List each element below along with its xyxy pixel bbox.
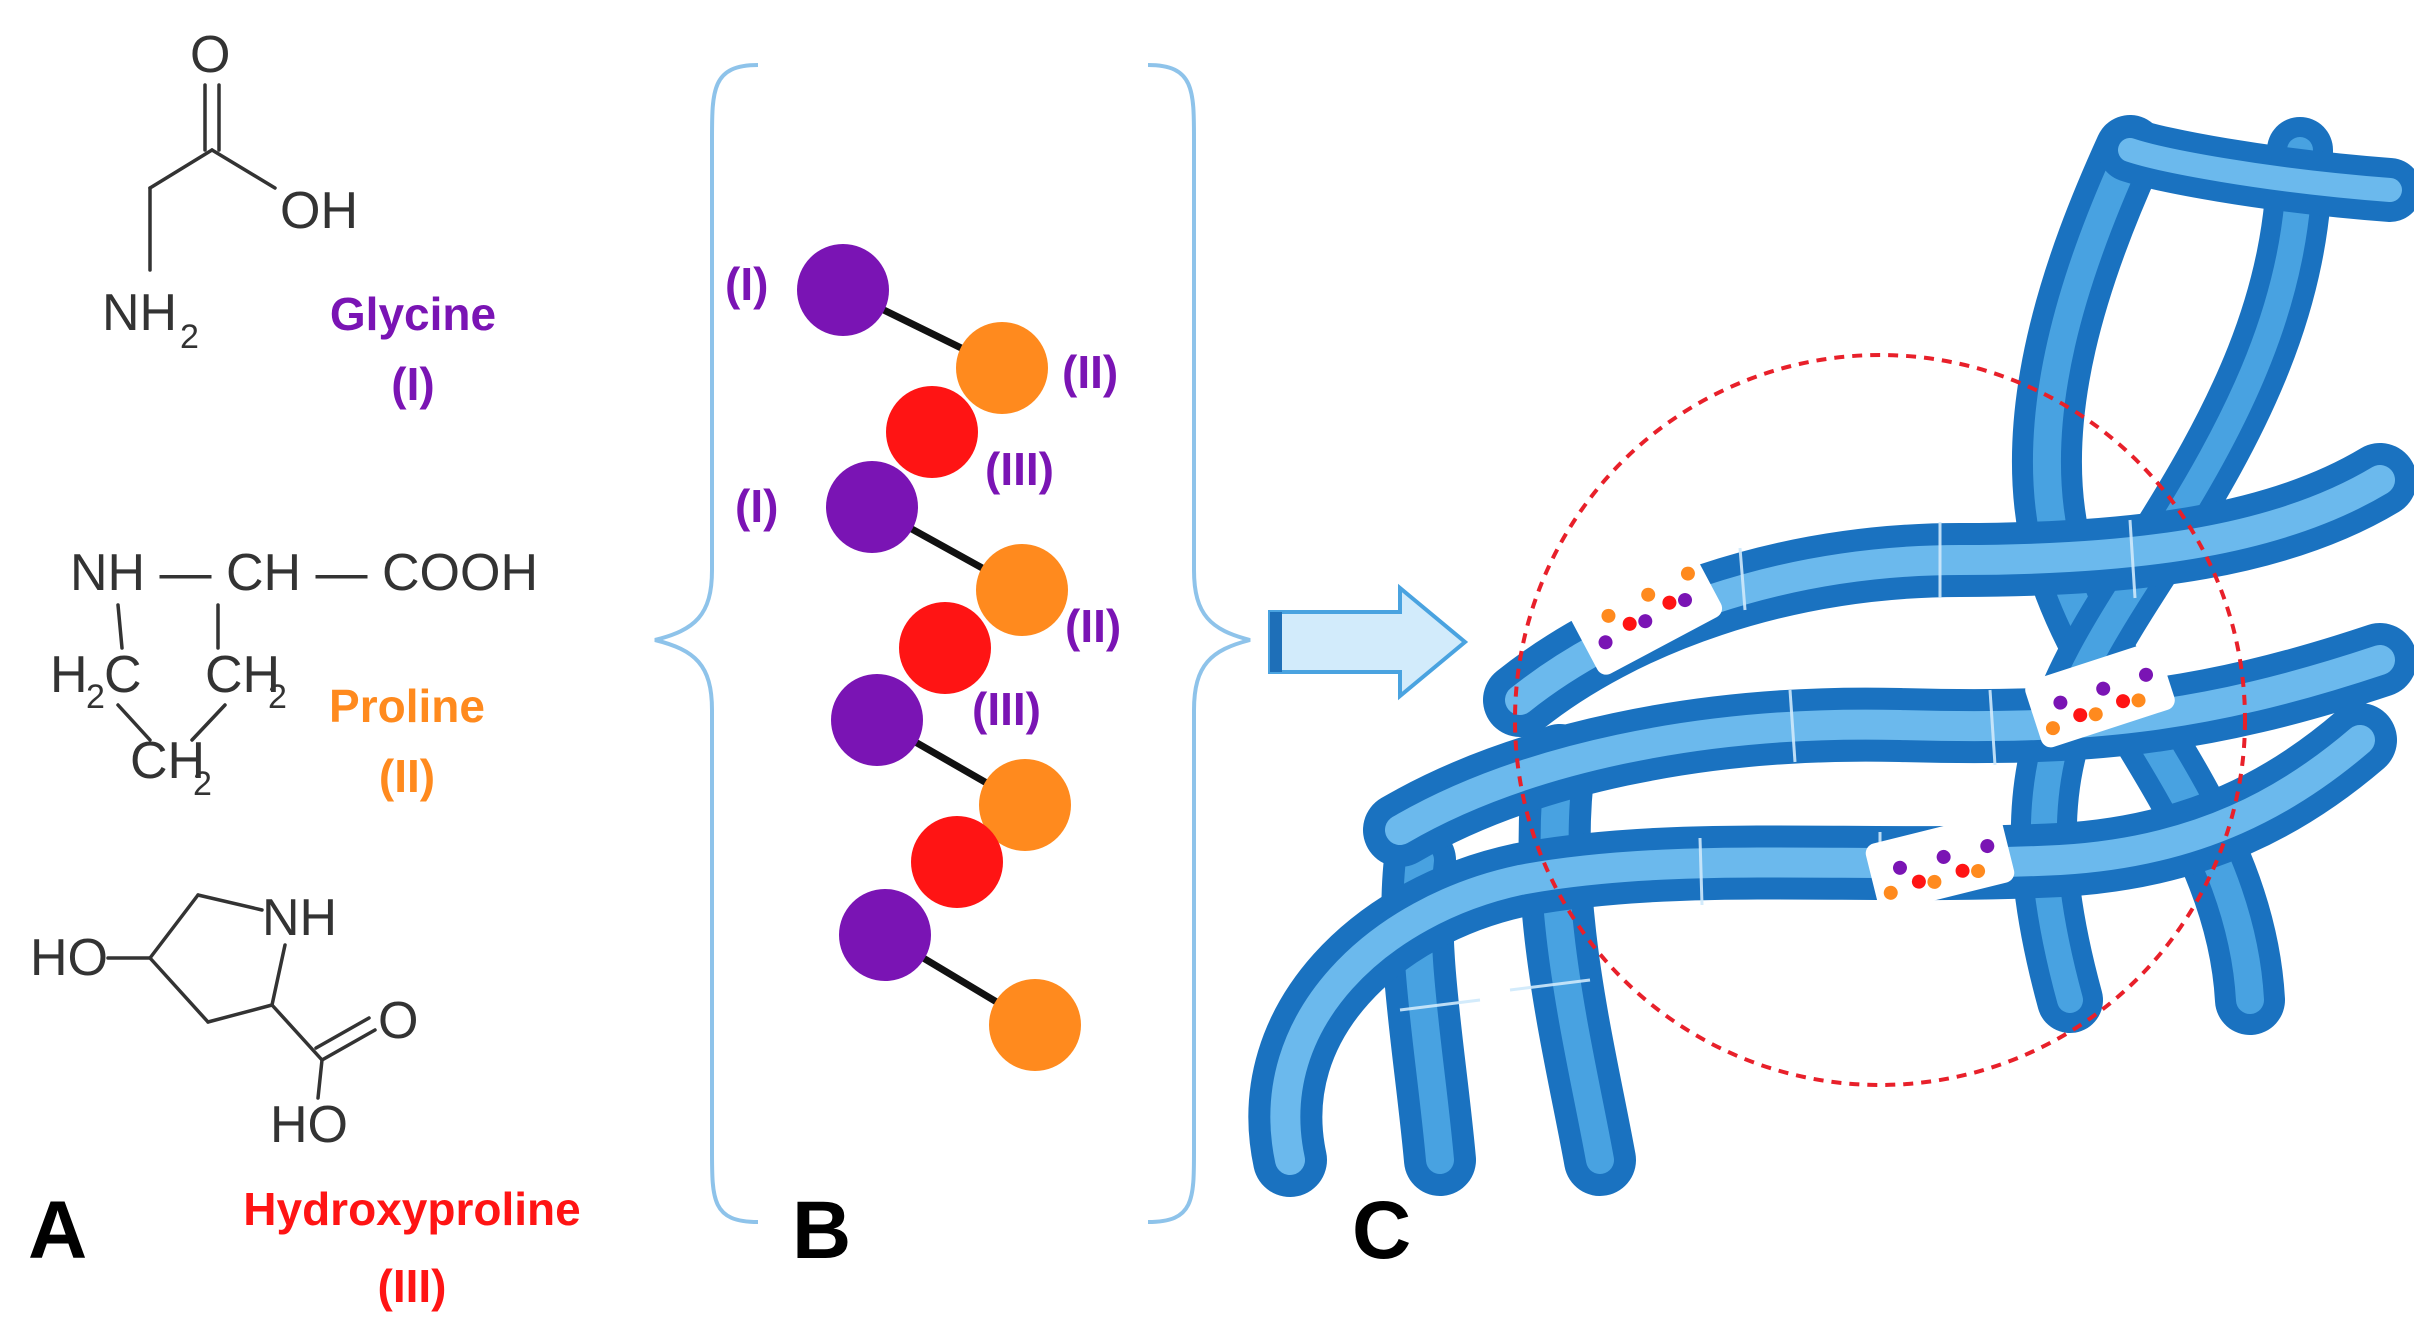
proline-ch2-bottom: CH — [130, 732, 205, 790]
proline-ball-3 — [979, 759, 1071, 851]
glycine-name: Glycine — [330, 288, 496, 340]
hydroxyproline-ball-1 — [886, 386, 978, 478]
chain-label-hydroxyproline-2: (III) — [972, 683, 1041, 735]
glycine-oxygen-label: O — [190, 26, 230, 84]
proline-ch2-bottom-sub: 2 — [193, 765, 212, 803]
hydroxyproline-ball-3 — [911, 816, 1003, 908]
magnification-circle — [1513, 353, 2247, 1087]
chain-label-proline-2: (II) — [1065, 600, 1121, 652]
proline-numeral: (II) — [379, 750, 435, 802]
chain-label-proline-1: (II) — [1062, 346, 1118, 398]
proline-ball-1 — [956, 322, 1048, 414]
glycine-ball-1 — [797, 244, 889, 336]
helix-window-2 — [2025, 642, 2175, 748]
glycine-ball-4 — [839, 889, 931, 981]
glycine-oh-label: OH — [280, 182, 358, 240]
proline-ball-4 — [989, 979, 1081, 1071]
panel-c-label: C — [1352, 1185, 1411, 1276]
chain-label-glycine-1: (I) — [725, 258, 768, 310]
right-arrow-icon — [1268, 583, 1469, 701]
hydroxyproline-ho-bottom: HO — [270, 1096, 348, 1154]
panel-a: O OH NH 2 Glycine (I) NH — CH — COOH H 2… — [28, 26, 581, 1312]
glycine-structure: O OH NH 2 — [102, 26, 358, 356]
glycine-nh-subscript: 2 — [180, 318, 199, 356]
panel-a-label: A — [28, 1185, 87, 1276]
proline-ch2-right-sub: 2 — [268, 678, 287, 716]
proline-top-formula: NH — CH — COOH — [70, 544, 538, 602]
hydroxyproline-ball-2 — [899, 602, 991, 694]
glycine-nh-label: NH — [102, 284, 177, 342]
helix-window-1 — [1567, 545, 1723, 675]
hydroxyproline-name: Hydroxyproline — [243, 1183, 580, 1235]
proline-name: Proline — [329, 680, 485, 732]
helix-window-3 — [1865, 814, 2015, 912]
glycine-ball-3 — [831, 674, 923, 766]
chain-label-hydroxyproline-1: (III) — [985, 443, 1054, 495]
proline-h2c-sub: 2 — [86, 678, 105, 716]
triple-helix — [1248, 115, 2414, 1197]
hydroxyproline-numeral: (III) — [378, 1260, 447, 1312]
glycine-ball-2 — [826, 461, 918, 553]
hydroxyproline-structure: HO NH O HO — [30, 889, 418, 1154]
panel-b: (I) (II) (III) (I) (II) (III) B — [654, 63, 1251, 1276]
glycine-numeral: (I) — [391, 358, 434, 410]
hydroxyproline-ho-left: HO — [30, 929, 108, 987]
hydroxyproline-nh: NH — [262, 889, 337, 947]
proline-ch2-right: CH — [205, 646, 280, 704]
proline-h2c-c: C — [104, 646, 142, 704]
right-curly-brace — [1147, 63, 1251, 1224]
proline-h2c-h: H — [50, 646, 88, 704]
proline-structure: NH — CH — COOH H 2 C CH 2 CH 2 — [50, 544, 538, 803]
panel-c: C — [1248, 115, 2414, 1276]
proline-ball-2 — [976, 544, 1068, 636]
hydroxyproline-o: O — [378, 992, 418, 1050]
chain-label-glycine-2: (I) — [735, 480, 778, 532]
panel-b-label: B — [792, 1185, 851, 1276]
left-curly-brace — [654, 63, 759, 1224]
